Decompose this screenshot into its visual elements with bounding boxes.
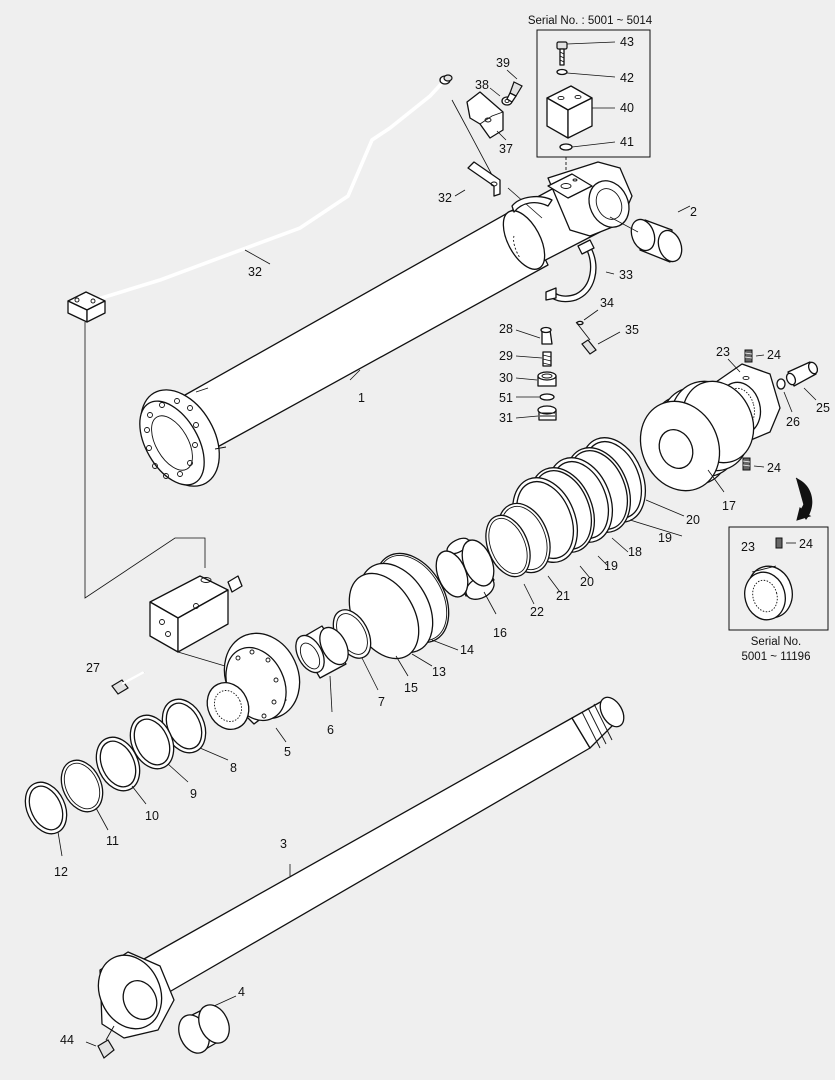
inset-right-frame [728, 526, 829, 631]
part-6-bushing: 6 [295, 625, 349, 737]
callout-40: 40 [620, 101, 634, 115]
callout-11: 11 [106, 834, 119, 848]
part-32-bracket: 32 [438, 161, 501, 205]
callout-8: 8 [230, 761, 237, 775]
part-23-nut-alt [744, 565, 793, 621]
part-51-o-ring [539, 393, 555, 401]
part-42-washer [556, 68, 568, 76]
callout-5: 5 [284, 745, 291, 759]
inset-serial-5001-5014: Serial No. : 5001 ~ 5014 43 42 40 41 [528, 15, 653, 178]
part-43-bolt [556, 41, 568, 66]
part-5-rod-head: 5 [206, 632, 301, 759]
part-41-o-ring [559, 143, 573, 151]
part-26-o-ring: 26 [776, 378, 800, 429]
callout-32: 32 [438, 191, 452, 205]
callout-4: 4 [238, 985, 245, 999]
part-11-seal: 11 [60, 759, 119, 848]
inset-top-frame [536, 29, 651, 158]
part-17-piston: 17 [639, 380, 755, 513]
callout-16: 16 [493, 626, 507, 640]
callout-44: 44 [60, 1033, 74, 1047]
valve-block [149, 575, 243, 667]
part-24-setscrew-bottom: 24 [742, 457, 781, 475]
callout-23a: 23 [716, 345, 730, 359]
callout-1: 1 [358, 391, 365, 405]
callout-27: 27 [86, 661, 100, 675]
part-3-piston-rod: 3 [97, 696, 625, 1039]
callout-23b: 23 [741, 540, 755, 554]
callout-7: 7 [378, 695, 385, 709]
part-44-grease-nipple: 44 [60, 1025, 115, 1059]
part-30-spacer [537, 371, 557, 387]
inset-right-serial-line2: 5001 ~ 11196 [742, 651, 811, 663]
part-9-seal: 9 [129, 714, 197, 801]
part-29-spring [542, 351, 552, 367]
callout-35: 35 [625, 323, 639, 337]
callout-19a: 19 [658, 531, 672, 545]
part-33-band: 33 [545, 239, 633, 303]
part-37-clamp [466, 91, 504, 139]
callout-26: 26 [786, 415, 800, 429]
part-1-cylinder-tube: 1 [139, 161, 633, 487]
callout-6: 6 [327, 723, 334, 737]
callout-51: 51 [499, 391, 513, 405]
callout-43: 43 [620, 35, 634, 49]
part-28-fitting [540, 326, 553, 345]
callout-37: 37 [499, 142, 513, 156]
callout-24a: 24 [767, 348, 781, 362]
part-40-block [546, 85, 593, 139]
callout-29: 29 [499, 349, 513, 363]
part-25-pin: 25 [785, 361, 830, 415]
part-31-plug [537, 405, 557, 421]
callout-19b: 19 [604, 559, 618, 573]
callout-24b: 24 [767, 461, 781, 475]
callout-39: 39 [496, 56, 510, 70]
callout-18: 18 [628, 545, 642, 559]
part-4-bushing: 4 [178, 985, 245, 1054]
callout-21: 21 [556, 589, 570, 603]
inset-right-serial-line1: Serial No. [751, 636, 802, 648]
callout-9: 9 [190, 787, 197, 801]
part-16-bushing: 16 [435, 537, 507, 640]
part-36-pipe: 32 [67, 74, 453, 599]
part-39-bolt [506, 81, 523, 103]
callout-20a: 20 [686, 513, 700, 527]
callout-17: 17 [722, 499, 736, 513]
part-12-seal: 12 [24, 781, 68, 879]
part-35-bolt: 35 [575, 321, 639, 355]
part-24-setscrew-alt [775, 537, 783, 549]
part-34-washer: 34 [576, 296, 614, 326]
inset-top-serial-label: Serial No. : 5001 ~ 5014 [528, 15, 653, 27]
callout-22: 22 [530, 605, 544, 619]
part-24-setscrew-top: 24 [744, 348, 781, 363]
part-27-bolt: 27 [86, 661, 145, 695]
callout-2: 2 [690, 205, 697, 219]
callout-28: 28 [499, 322, 513, 336]
callout-12: 12 [54, 865, 68, 879]
callout-25: 25 [816, 401, 830, 415]
callout-34: 34 [600, 296, 614, 310]
inset-serial-5001-11196: 23 24 Serial No. 5001 ~ 11196 [728, 477, 829, 663]
callout-31: 31 [499, 411, 513, 425]
callout-30: 30 [499, 371, 513, 385]
callout-10: 10 [145, 809, 159, 823]
callout-14: 14 [460, 643, 474, 657]
callout-36: 32 [248, 265, 262, 279]
callout-41: 41 [620, 135, 634, 149]
callout-38: 38 [475, 78, 489, 92]
part-10-seal: 10 [95, 736, 159, 823]
callout-15: 15 [404, 681, 418, 695]
callout-42: 42 [620, 71, 634, 85]
callout-20b: 20 [580, 575, 594, 589]
callout-24c: 24 [799, 537, 813, 551]
callout-13: 13 [432, 665, 446, 679]
callout-33: 33 [619, 268, 633, 282]
callout-3: 3 [280, 837, 287, 851]
part-2-bushing: 2 [609, 205, 697, 263]
part-8-seal: 8 [161, 698, 237, 775]
